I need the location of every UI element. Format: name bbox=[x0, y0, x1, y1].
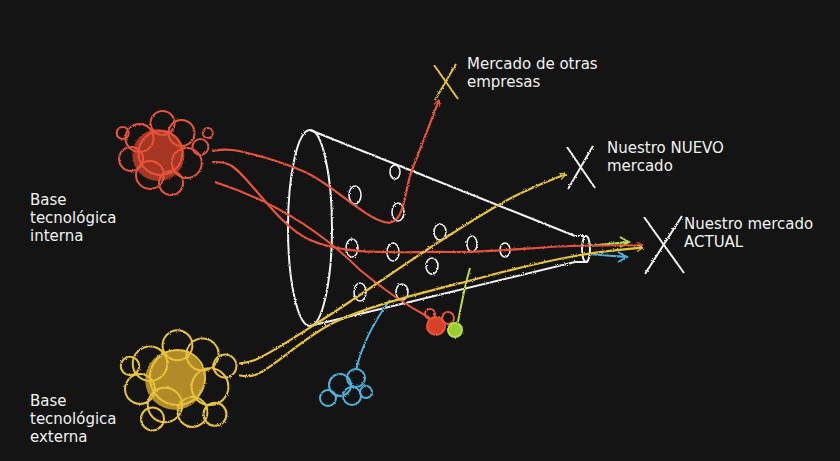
tech-bubble bbox=[121, 357, 139, 375]
funnel-side bbox=[310, 262, 575, 326]
tech-bubble bbox=[148, 388, 183, 423]
x-stroke bbox=[645, 216, 682, 274]
market-label: Nuestro NUEVO mercado bbox=[607, 139, 737, 175]
chalk-line bbox=[215, 182, 430, 318]
tech-bubble bbox=[163, 330, 193, 360]
funnel-hole bbox=[392, 203, 404, 221]
tech-bubble bbox=[119, 147, 143, 171]
funnel-holes bbox=[346, 165, 510, 301]
x-mark bbox=[642, 215, 686, 275]
tech-bubble bbox=[360, 386, 372, 398]
x-mark bbox=[434, 64, 458, 100]
small-blue-cluster bbox=[320, 300, 390, 406]
flow-arrow bbox=[213, 162, 642, 252]
funnel-tube-end bbox=[582, 236, 590, 262]
x-mark bbox=[567, 146, 595, 189]
x-mark bbox=[644, 216, 684, 274]
tech-bubble bbox=[442, 312, 454, 324]
tech-bubble bbox=[169, 120, 195, 146]
tech-bubble bbox=[192, 139, 208, 155]
market-target: Nuestro NUEVO mercado bbox=[565, 145, 597, 190]
connector-group bbox=[213, 101, 642, 376]
funnel-hole bbox=[467, 236, 477, 252]
chalk-line bbox=[356, 300, 390, 370]
funnel bbox=[288, 130, 590, 326]
tech-bubble bbox=[204, 403, 227, 426]
x-mark bbox=[565, 145, 597, 190]
market-label: Mercado de otras empresas bbox=[467, 55, 617, 91]
tech-bubble bbox=[159, 171, 183, 195]
funnel-side bbox=[310, 130, 575, 236]
tech-bubble bbox=[117, 127, 129, 139]
base-label: Base tecnológica externa bbox=[30, 392, 130, 446]
outflow-arrow bbox=[588, 252, 627, 262]
funnel-hole bbox=[346, 239, 358, 257]
market-target: Mercado de otras empresas bbox=[432, 63, 460, 101]
tech-bubble bbox=[347, 369, 365, 387]
chalk-line bbox=[458, 268, 470, 322]
x-stroke bbox=[567, 147, 595, 188]
tech-bubble bbox=[151, 111, 175, 135]
flow-arrow bbox=[240, 248, 642, 376]
funnel-hole bbox=[390, 165, 400, 179]
outflow-arrow bbox=[588, 237, 629, 247]
funnel-hole bbox=[434, 224, 446, 240]
tech-bubble bbox=[343, 387, 361, 405]
x-stroke bbox=[434, 65, 458, 99]
x-stroke bbox=[568, 146, 593, 189]
bubble-cluster bbox=[108, 103, 213, 203]
tube-outflow bbox=[588, 237, 629, 262]
funnel-hole bbox=[387, 243, 399, 261]
tech-bubble bbox=[214, 355, 237, 378]
tech-bubble bbox=[320, 390, 336, 406]
x-stroke bbox=[435, 64, 456, 100]
market-label: Nuestro mercado ACTUAL bbox=[684, 215, 834, 251]
funnel-hole bbox=[349, 186, 361, 204]
technology-base: Base tecnológica externa bbox=[115, 320, 240, 435]
funnel-hole bbox=[500, 243, 510, 257]
small-red-green-cluster bbox=[215, 182, 470, 337]
bubble-cluster bbox=[121, 330, 237, 430]
x-mark bbox=[432, 63, 460, 101]
bubble-cluster bbox=[117, 111, 213, 195]
flow-arrow bbox=[213, 101, 439, 223]
tech-bubble bbox=[125, 374, 155, 404]
tech-bubble bbox=[172, 148, 202, 178]
funnel-hole bbox=[354, 283, 366, 301]
technology-base: Base tecnológica interna bbox=[108, 103, 213, 203]
tech-bubble bbox=[203, 128, 213, 138]
x-stroke bbox=[644, 217, 684, 273]
tech-bubble bbox=[448, 323, 462, 337]
base-label: Base tecnológica interna bbox=[30, 191, 130, 245]
flow-arrow bbox=[240, 174, 565, 363]
tech-bubble bbox=[141, 407, 164, 430]
bubble-cluster bbox=[115, 320, 240, 435]
tech-bubble bbox=[192, 368, 229, 405]
funnel-hole bbox=[426, 258, 438, 274]
market-target: Nuestro mercado ACTUAL bbox=[642, 215, 686, 275]
